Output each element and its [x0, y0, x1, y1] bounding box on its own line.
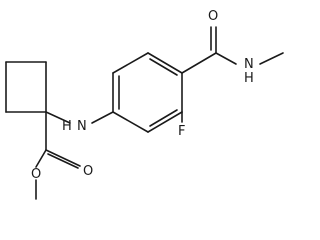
- amine-nitrogen-h-label: H: [62, 119, 72, 134]
- methyl-ester-bonds: [35, 149, 81, 200]
- amine-aryl-bond: [91, 111, 114, 124]
- cyclobutane-ring: [5, 61, 47, 113]
- amine-nitrogen-label: N: [77, 119, 87, 134]
- ring-substituent-bonds: [45, 111, 71, 151]
- benzene-ring: [112, 52, 183, 133]
- chemical-structure: O N H N H F O O: [5, 9, 284, 200]
- amide-nitrogen-h-label: H: [244, 71, 254, 86]
- fluorine-label: F: [178, 124, 185, 139]
- amide-oxygen-label: O: [208, 9, 218, 24]
- ester-oxygen-label: O: [31, 167, 41, 182]
- amide-bonds: [181, 26, 284, 74]
- amide-nitrogen-label: N: [244, 57, 254, 72]
- ester-carbonyl-oxygen-label: O: [83, 164, 93, 179]
